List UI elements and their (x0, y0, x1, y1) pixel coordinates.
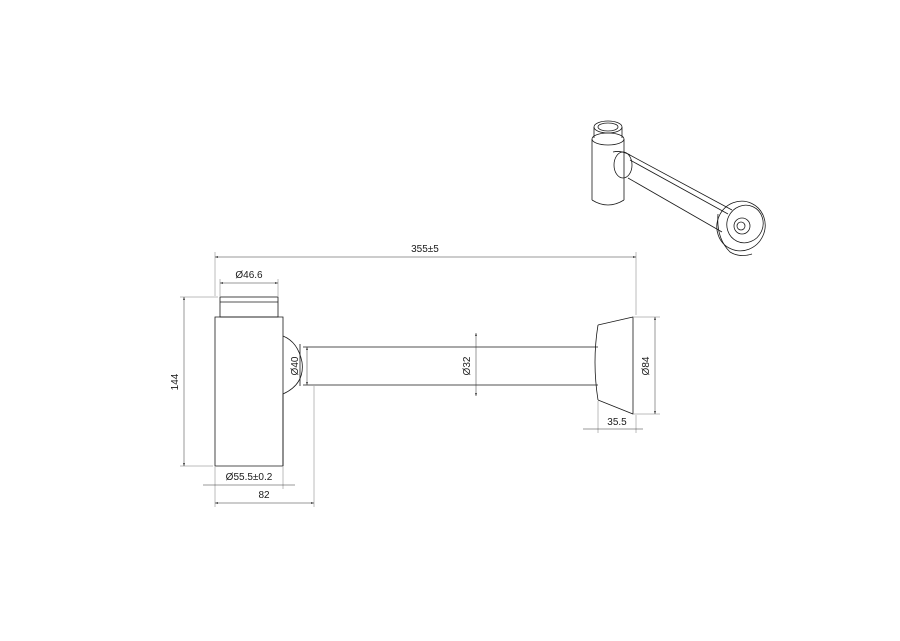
flange-depth-label: 35.5 (607, 417, 627, 428)
top-diameter-label: Ø46.6 (235, 270, 263, 281)
front-view (214, 296, 634, 467)
overall-length-label: 355±5 (411, 244, 439, 255)
pipe-diameter-label: Ø32 (462, 356, 473, 375)
height-label: 144 (170, 373, 181, 390)
isometric-view (591, 120, 766, 256)
body-diameter-label: Ø55.5±0.2 (226, 472, 273, 483)
dimensions: 355±5 Ø46.6 144 Ø40 Ø32 Ø84 35.5 Ø55.5±0… (170, 244, 660, 507)
flange-diameter-label: Ø84 (641, 356, 652, 375)
body-depth-label: 82 (258, 490, 270, 501)
elbow-diameter-label: Ø40 (290, 356, 301, 375)
